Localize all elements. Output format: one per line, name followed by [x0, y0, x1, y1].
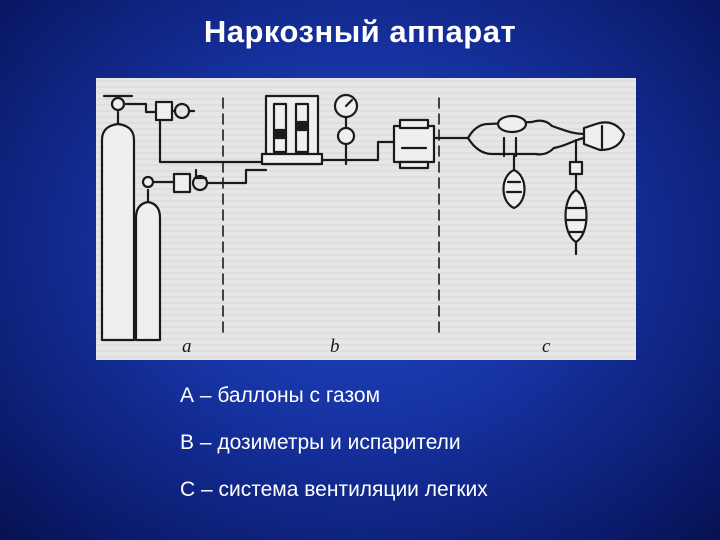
breathing-circuit-icon: [466, 114, 586, 158]
face-mask-icon: [582, 121, 626, 152]
outlet-pipe: [320, 140, 396, 162]
legend-item-b: В – дозиметры и испарители: [180, 431, 461, 454]
pressure-regulator-top-icon: [154, 100, 196, 122]
legend-item-c: С – система вентиляции легких: [180, 478, 488, 501]
section-label-a: a: [182, 336, 192, 357]
section-label-c: c: [542, 336, 551, 357]
supply-pipe-bottom: [212, 168, 268, 185]
gas-cylinder-large-icon: [100, 94, 158, 342]
pipe-joint: [194, 168, 208, 180]
vaporizer-icon: [392, 118, 436, 170]
legend-list: А – баллоны с газом В – дозиметры и испа…: [180, 382, 488, 523]
section-label-b: b: [330, 336, 340, 357]
gas-cylinder-small-icon: [134, 175, 176, 342]
slide-title: Наркозный аппарат: [203, 14, 517, 49]
flowmeter-dosimeter-icon: [260, 94, 324, 166]
reservoir-bag-icon: [502, 154, 526, 210]
pressure-regulator-bottom-icon: [172, 172, 216, 194]
anesthesia-machine-diagram: a b c: [96, 78, 636, 360]
legend-item-a: А – баллоны с газом: [180, 384, 381, 407]
rebreathing-bag-icon: [564, 138, 588, 256]
pressure-gauge-icon: [333, 93, 359, 166]
diagram-svg: a b c: [96, 78, 636, 360]
